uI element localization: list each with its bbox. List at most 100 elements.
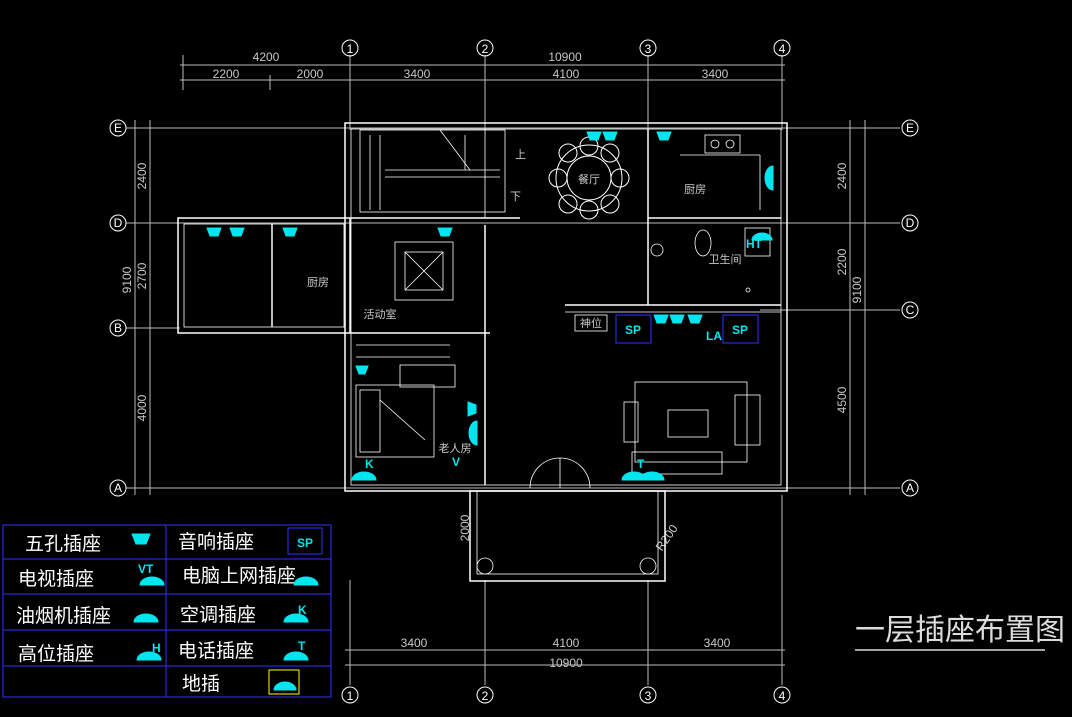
dome-socket-icon — [751, 232, 773, 241]
legend-tv-icon — [139, 576, 165, 586]
room-kitchen-right: 厨房 — [684, 183, 706, 196]
legend-symbols — [131, 533, 319, 691]
five-hole-socket-icon — [282, 227, 298, 237]
dim-top-seg-1: 2200 — [213, 67, 240, 81]
axis-bubbles-bottom — [341, 686, 791, 704]
dim-top-total-right: 10900 — [548, 50, 582, 64]
dim-right-total: 9100 — [850, 276, 864, 303]
dim-bottom-seg-2: 4100 — [553, 636, 580, 650]
room-elderly: 老人房 — [439, 442, 472, 455]
axis-bubbles-top — [341, 39, 791, 57]
dim-left-seg-1: 2400 — [135, 162, 149, 189]
five-hole-socket-icon — [229, 227, 245, 237]
dim-top-total-left: 4200 — [253, 50, 280, 64]
bottom-dimensions — [345, 495, 785, 685]
axis-d-right: D — [906, 216, 915, 230]
socket-v-label: V — [452, 455, 460, 469]
staircase — [359, 129, 506, 213]
dining-table — [548, 136, 630, 220]
axis-b-left: B — [114, 321, 122, 335]
legend-label-7: 高位插座 — [18, 643, 94, 665]
legend-k-label: K — [298, 603, 307, 617]
legend-five-hole-icon — [131, 533, 151, 545]
five-hole-socket-icon — [656, 131, 672, 141]
dome-socket-icon — [468, 420, 478, 446]
axis-c-right: C — [906, 303, 915, 317]
dim-top-seg-2: 2000 — [297, 67, 324, 81]
five-hole-socket-icon — [687, 314, 703, 324]
legend-table — [2, 524, 332, 698]
activity-table — [394, 241, 454, 301]
axis-d-left: D — [114, 216, 123, 230]
dim-right-seg-3: 4500 — [835, 386, 849, 413]
legend-t-label: T — [298, 639, 306, 653]
stair-down-label: 下 — [510, 190, 521, 203]
dome-socket-icon — [764, 165, 774, 191]
drawing-title: 一层插座布置图 — [855, 613, 1065, 648]
five-hole-socket-icon — [586, 131, 602, 141]
legend-sp-label: SP — [297, 536, 313, 550]
axis-4-top: 4 — [779, 42, 786, 56]
dome-socket-icon — [351, 471, 377, 481]
dim-top-seg-4: 4100 — [553, 67, 580, 81]
legend-label-1: 五孔插座 — [25, 533, 101, 555]
axis-4-bottom: 4 — [779, 689, 786, 703]
room-shrine: 神位 — [580, 316, 602, 330]
horizontal-axes — [126, 120, 900, 495]
dim-left-seg-3: 4000 — [135, 394, 149, 421]
porch-columns — [476, 557, 657, 575]
axis-a-left: A — [114, 481, 122, 495]
legend-label-5: 油烟机插座 — [16, 605, 111, 627]
dim-top-seg-5: 3400 — [702, 67, 729, 81]
axis-1-bottom: 1 — [347, 689, 354, 703]
socket-symbols — [206, 131, 774, 481]
five-hole-socket-icon — [355, 365, 369, 375]
dim-right-seg-1: 2400 — [835, 162, 849, 189]
dome-socket-icon — [639, 471, 665, 481]
legend-label-3: 电视插座 — [18, 568, 94, 590]
sp-label-left: SP — [625, 323, 641, 337]
axis-2-bottom: 2 — [482, 689, 489, 703]
bathroom-fixtures — [650, 227, 771, 293]
axis-3-bottom: 3 — [645, 689, 652, 703]
room-bathroom: 卫生间 — [709, 252, 742, 266]
legend-label-8: 电话插座 — [178, 640, 254, 662]
legend-vt-label: VT — [138, 562, 154, 576]
axis-bubbles-side — [109, 119, 919, 497]
axis-e-left: E — [114, 121, 122, 135]
dim-right-seg-2: 2200 — [835, 248, 849, 275]
socket-t-label: T — [637, 457, 645, 471]
five-hole-socket-icon — [467, 401, 477, 417]
five-hole-socket-icon — [669, 314, 685, 324]
sp-box-right — [722, 314, 759, 344]
dim-top-seg-3: 3400 — [404, 67, 431, 81]
socket-la-label: LA — [706, 329, 722, 343]
dim-bottom-seg-1: 3400 — [401, 636, 428, 650]
socket-ht-label: HT — [746, 237, 763, 251]
room-activity: 活动室 — [364, 307, 397, 321]
sp-box-left — [615, 314, 652, 344]
socket-k-label: K — [365, 457, 374, 471]
five-hole-socket-icon — [206, 227, 222, 237]
dim-bottom-seg-3: 3400 — [704, 636, 731, 650]
axis-3-top: 3 — [645, 42, 652, 56]
axis-2-top: 2 — [482, 42, 489, 56]
legend-h-label: H — [152, 641, 161, 655]
five-hole-socket-icon — [602, 131, 618, 141]
kitchen-right-fixtures — [680, 134, 761, 210]
five-hole-socket-icon — [653, 314, 669, 324]
dim-porch-depth: 2000 — [458, 514, 472, 541]
legend-sp-box — [287, 527, 323, 555]
shrine-box — [574, 314, 608, 332]
room-kitchen-left: 厨房 — [307, 276, 329, 289]
legend-hood-icon — [133, 613, 159, 623]
top-dimensions — [180, 55, 785, 130]
axis-e-right: E — [906, 121, 914, 135]
legend-h-icon — [136, 651, 162, 661]
axis-1-top: 1 — [347, 42, 354, 56]
room-dining: 餐厅 — [578, 172, 600, 186]
dim-left-total: 9100 — [120, 266, 134, 293]
dim-bottom-total: 10900 — [549, 656, 583, 670]
legend-k-icon — [283, 613, 309, 623]
